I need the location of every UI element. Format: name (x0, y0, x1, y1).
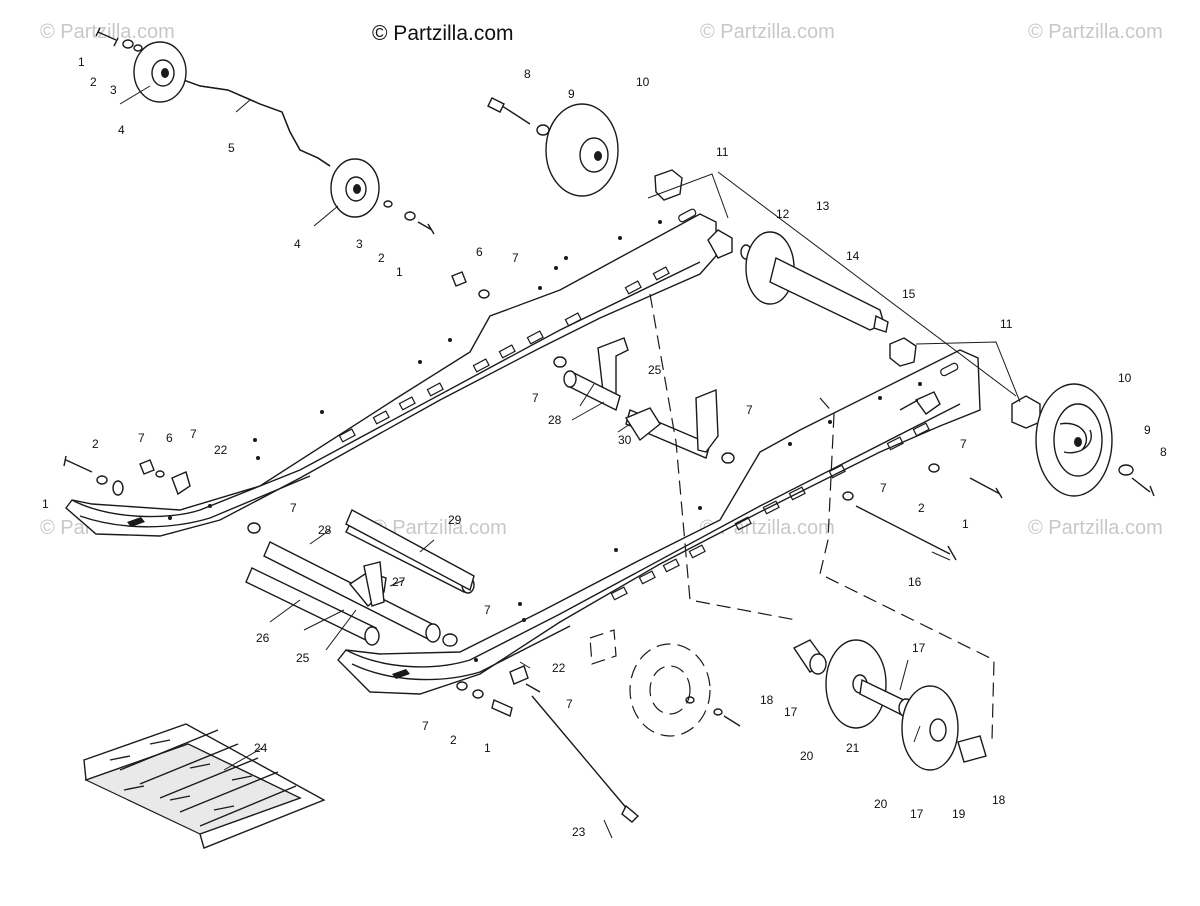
callout-label: 24 (254, 741, 268, 755)
callout-label: 1 (962, 517, 969, 531)
callout-label: 3 (110, 83, 117, 97)
callout-label: 12 (776, 207, 790, 221)
callout-label: 28 (318, 523, 332, 537)
callout-label: 19 (952, 807, 966, 821)
large-rear-wheel-top (487, 97, 683, 201)
callout-label: 25 (648, 363, 662, 377)
callout-label: 7 (422, 719, 429, 733)
callout-label: 8 (1160, 445, 1167, 459)
callout-label: 20 (874, 797, 888, 811)
callout-label: 7 (290, 501, 297, 515)
spacer-tubes (345, 509, 475, 592)
track-section (83, 723, 326, 849)
callout-label: 17 (784, 705, 798, 719)
callout-label: 7 (484, 603, 491, 617)
callout-label: 17 (910, 807, 924, 821)
callout-label: 2 (92, 437, 99, 451)
callout-label: 7 (960, 437, 967, 451)
callout-label: 21 (846, 741, 860, 755)
callout-label: 15 (902, 287, 916, 301)
callout-label: 27 (392, 575, 406, 589)
callout-label: 18 (760, 693, 774, 707)
callout-label: 29 (448, 513, 462, 527)
callout-label: 18 (992, 793, 1006, 807)
callout-label: 28 (548, 413, 562, 427)
callout-label: 2 (450, 733, 457, 747)
callout-label: 16 (908, 575, 922, 589)
callout-label: 14 (846, 249, 860, 263)
watermark: © Partzilla.com (1028, 21, 1163, 43)
callout-label: 1 (484, 741, 491, 755)
callout-label: 10 (1118, 371, 1132, 385)
watermark: © Partzilla.com (372, 517, 507, 539)
callout-label: 20 (800, 749, 814, 763)
callout-label: 1 (396, 265, 403, 279)
callout-label: 9 (568, 87, 575, 101)
callout-label: 7 (190, 427, 197, 441)
callout-label: 2 (918, 501, 925, 515)
callout-label: 7 (512, 251, 519, 265)
callout-label: 13 (816, 199, 830, 213)
rear-axle-assembly (707, 229, 917, 367)
callout-label: 4 (294, 237, 301, 251)
callout-label: 10 (636, 75, 650, 89)
phantom-lines (649, 293, 995, 741)
callout-label: 4 (118, 123, 125, 137)
callout-label: 25 (296, 651, 310, 665)
callout-label: 7 (566, 697, 573, 711)
long-bolts (456, 665, 640, 823)
copyright-notice: © Partzilla.com (372, 22, 514, 45)
callout-label: 8 (524, 67, 531, 81)
callout-label: 26 (256, 631, 270, 645)
callout-label: 5 (228, 141, 235, 155)
callout-label: 22 (214, 443, 228, 457)
watermark: © Partzilla.com (1028, 517, 1163, 539)
callout-label: 11 (716, 145, 729, 159)
callout-label: 7 (138, 431, 145, 445)
callout-label: 11 (1000, 317, 1013, 331)
callout-label: 3 (356, 237, 363, 251)
callout-label: 6 (166, 431, 173, 445)
callout-label: 2 (378, 251, 385, 265)
callout-label: 23 (572, 825, 586, 839)
callout-label: 7 (746, 403, 753, 417)
watermark: © Partzilla.com (700, 21, 835, 43)
callout-label: 1 (78, 55, 85, 69)
callout-label: 30 (618, 433, 632, 447)
watermark: © Partzilla.com (40, 21, 175, 43)
drive-hub-phantom (589, 629, 741, 737)
rail-hardware-left (63, 271, 490, 647)
callout-label: 2 (90, 75, 97, 89)
front-arm-assembly (553, 337, 735, 464)
callout-leaders (119, 85, 1021, 839)
callout-labels: 1 2 3 4 5 4 3 2 1 8 9 10 11 12 13 14 15 … (42, 55, 1167, 839)
large-rear-wheel-right (842, 383, 1155, 561)
callout-label: 7 (880, 481, 887, 495)
bogie-wheel-assembly (792, 639, 987, 771)
idler-wheel-axle-assembly (95, 27, 435, 235)
right-slide-rail (337, 349, 981, 695)
callout-label: 9 (1144, 423, 1151, 437)
callout-label: 6 (476, 245, 483, 259)
callout-label: 17 (912, 641, 926, 655)
callout-label: 7 (532, 391, 539, 405)
callout-label: 1 (42, 497, 49, 511)
callout-label: 22 (552, 661, 566, 675)
left-slide-rail (65, 208, 717, 537)
